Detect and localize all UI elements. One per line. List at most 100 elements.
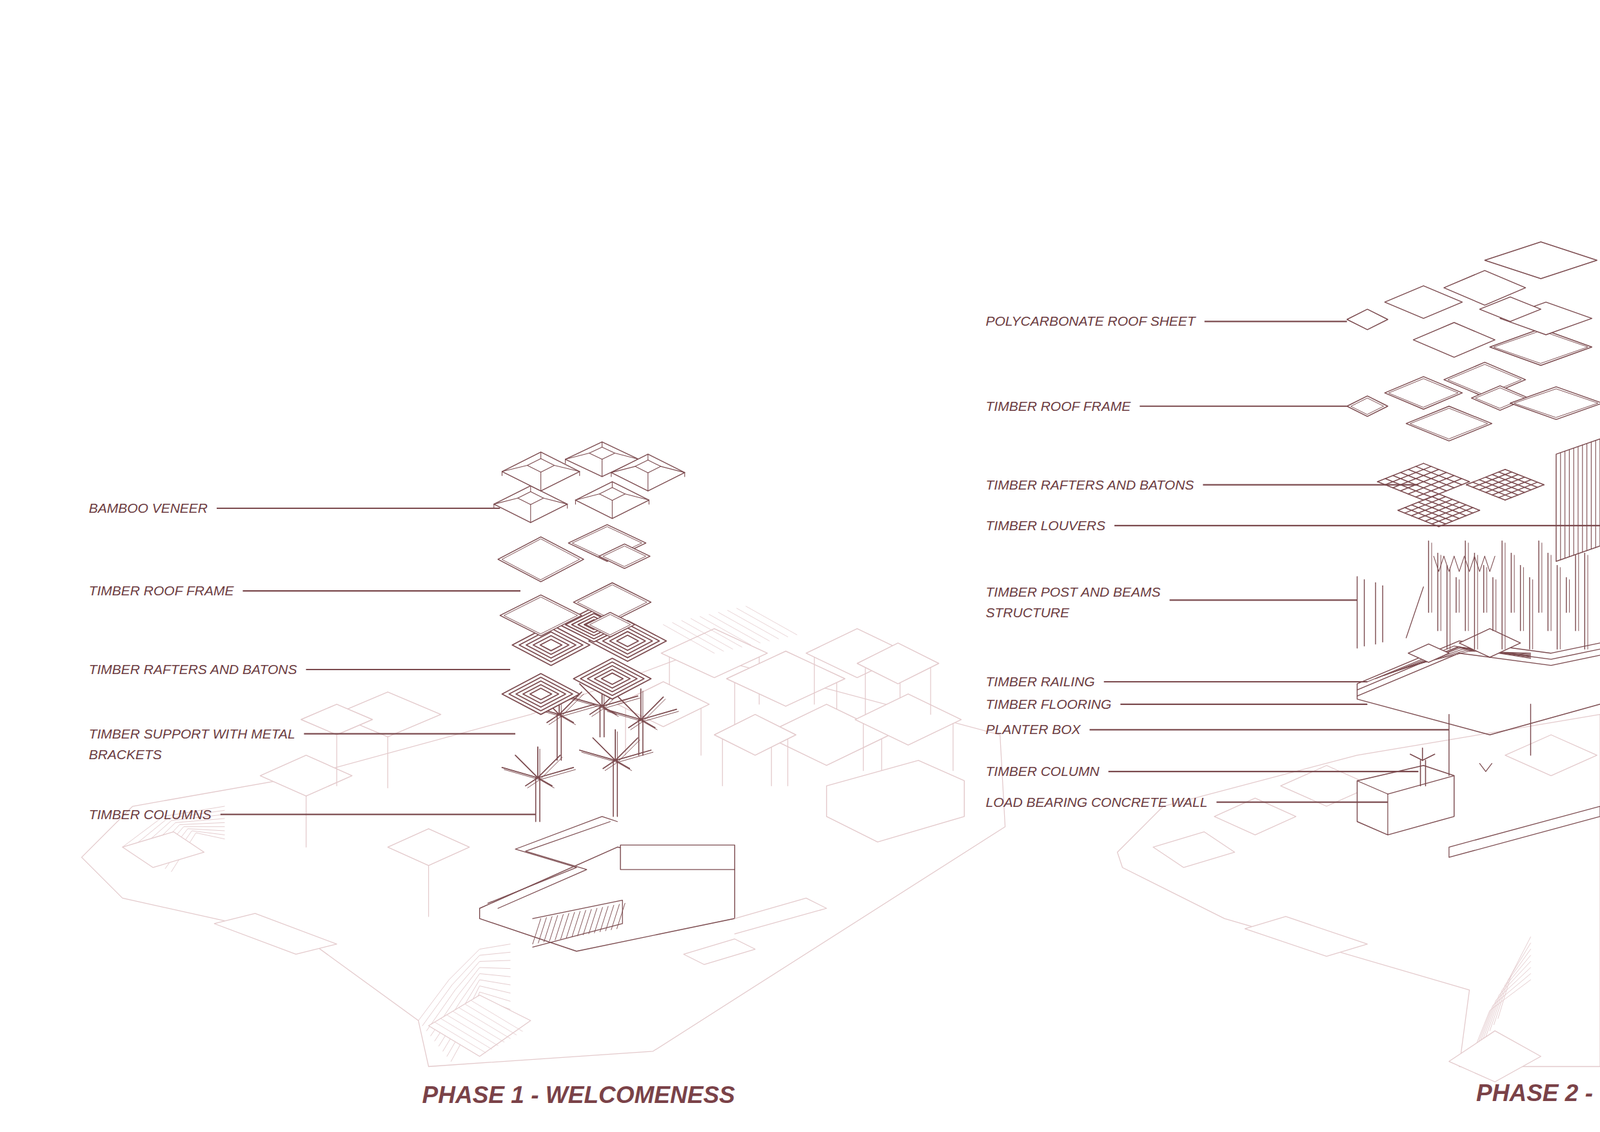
line-work: [1433, 555, 1444, 572]
line-work: [487, 816, 618, 903]
frame-inner: [501, 538, 580, 580]
leader-line: [1104, 681, 1368, 683]
line-work: [647, 454, 649, 460]
line-work: [1405, 586, 1424, 638]
roof-panel: [301, 704, 373, 735]
line-work: [517, 757, 540, 780]
line-work: [1501, 541, 1502, 650]
site-outline: [1117, 714, 1600, 1067]
leader-line: [1169, 599, 1358, 601]
part-label: TIMBER RAILING: [986, 671, 1096, 692]
line-work: [527, 779, 540, 789]
line-work: [718, 612, 770, 641]
line-work: [1505, 484, 1544, 501]
line-work: [1474, 553, 1475, 650]
stair: [428, 995, 531, 1057]
frame-panel: [499, 594, 582, 636]
line-work: [1477, 555, 1479, 650]
frame-panel: [585, 612, 635, 637]
line-work: [1505, 469, 1544, 485]
line-work: [1455, 577, 1457, 613]
phase-title: PHASE 2 -: [1476, 1078, 1593, 1108]
frame-panel: [1489, 328, 1592, 366]
roof-panel: [387, 828, 470, 866]
line-work: [734, 897, 827, 934]
line-work: [561, 706, 597, 717]
line-work: [1587, 555, 1589, 650]
rafter-ring: [580, 661, 645, 696]
rafter-ring: [519, 628, 583, 662]
bench: [214, 913, 337, 954]
line-work: [537, 767, 574, 778]
line-work: [1538, 541, 1539, 613]
line-work: [459, 1007, 511, 1039]
line-work: [1448, 714, 1450, 776]
line-work: [727, 610, 779, 639]
line-work: [441, 1018, 493, 1049]
line-work: [1382, 585, 1383, 642]
roof-panel: [714, 714, 797, 756]
line-work: [601, 441, 603, 447]
line-work: [539, 779, 554, 789]
line-work: [1581, 444, 1583, 553]
line-work: [1356, 653, 1600, 696]
line-work: [434, 1022, 486, 1053]
line-work: [1498, 937, 1531, 1019]
line-work: [1485, 955, 1531, 1038]
line-work: [525, 777, 538, 787]
line-work: [555, 914, 564, 941]
line-work: [617, 751, 653, 763]
line-work: [1446, 565, 1448, 650]
part-label: TIMBER FLOORING: [986, 693, 1112, 715]
veneer: [611, 454, 685, 491]
rafter-ring: [540, 639, 563, 651]
line-work: [566, 912, 575, 939]
line-work: [864, 667, 866, 715]
line-work: [736, 608, 788, 637]
line-work: [1479, 763, 1492, 772]
line-work: [1577, 446, 1579, 554]
line-work: [601, 459, 603, 477]
line-work: [539, 769, 576, 780]
line-work: [561, 716, 576, 725]
beam: [1449, 806, 1600, 858]
planter-box: [1408, 643, 1450, 662]
line-work: [1431, 543, 1432, 613]
line-work: [604, 697, 640, 709]
leader-line: [305, 668, 511, 671]
part-label: POLYCARBONATE ROOF SHEET: [986, 310, 1196, 332]
line-work: [662, 624, 714, 653]
line-work: [929, 667, 931, 715]
line-work: [1374, 582, 1376, 644]
line-work: [588, 908, 598, 934]
part-label: TIMBER POST AND BEAMS STRUCTURE: [986, 581, 1181, 623]
line-work: [559, 704, 595, 715]
line-work: [1449, 567, 1451, 650]
line-work: [1504, 543, 1506, 650]
line-work: [700, 708, 702, 756]
part-label: TIMBER COLUMNS: [88, 804, 212, 825]
line-work: [1511, 553, 1512, 613]
line-work: [1547, 553, 1549, 631]
frame-inner: [504, 597, 578, 634]
veneer-top: [599, 487, 625, 501]
frame-panel: [1405, 406, 1492, 442]
frame-panel: [1347, 395, 1388, 417]
part-label: TIMBER LOUVERS: [986, 515, 1107, 536]
parking: [122, 831, 205, 868]
roof-panel: [1505, 734, 1597, 776]
phase-title: PHASE 1 - WELCOMENESS: [422, 1080, 736, 1110]
leader-line: [1108, 770, 1419, 772]
line-work: [530, 504, 531, 523]
line-work: [1458, 579, 1460, 613]
line-work: [537, 777, 553, 787]
louver-panel: [1556, 438, 1600, 562]
line-work: [1520, 565, 1521, 631]
frame-inner: [1389, 378, 1459, 407]
line-work: [612, 481, 613, 488]
line-work: [560, 714, 562, 761]
roof-sheet: [1479, 296, 1541, 322]
line-work: [575, 499, 576, 504]
line-work: [1523, 567, 1524, 631]
